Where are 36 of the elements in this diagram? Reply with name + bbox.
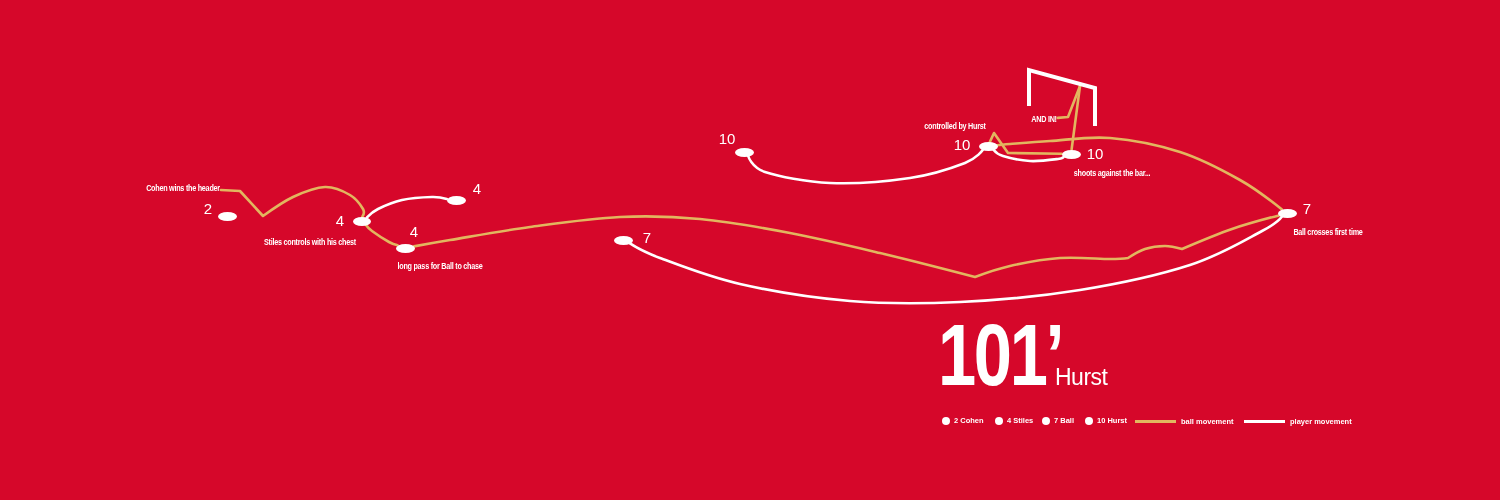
ball-path <box>412 214 1281 279</box>
player-marker <box>395 243 415 253</box>
player-path <box>992 148 1065 163</box>
player-path <box>628 215 1284 305</box>
player-marker <box>217 211 237 221</box>
ball-path <box>364 223 399 247</box>
player-marker <box>446 195 466 205</box>
player-number: 10 <box>953 136 971 152</box>
player-marker <box>978 141 998 151</box>
player-marker <box>353 216 371 226</box>
player-marker <box>613 235 633 245</box>
annotation-text: long pass for Ball to chase <box>397 261 483 271</box>
ball-path <box>996 136 1283 211</box>
player-marker <box>1061 149 1081 159</box>
ball-path <box>988 131 1063 156</box>
goal-frame <box>1024 66 1100 128</box>
player-number: 7 <box>642 229 652 245</box>
annotation-text: Cohen wins the header <box>146 183 220 193</box>
player-marker <box>1277 208 1297 218</box>
player-marker <box>734 147 754 157</box>
annotation-text: controlled by Hurst <box>924 121 986 131</box>
annotation-text: Ball crosses first time <box>1293 227 1363 237</box>
player-path <box>365 195 449 219</box>
player-number: 2 <box>203 200 213 216</box>
annotation-text: AND IN! <box>1031 114 1057 124</box>
annotation-text: shoots against the bar... <box>1073 168 1151 178</box>
annotation-text: Stiles controls with his chest <box>264 237 356 247</box>
player-path <box>746 148 985 185</box>
ball-path <box>219 185 366 218</box>
ball-path <box>1056 84 1082 120</box>
player-number: 10 <box>1086 145 1104 161</box>
player-number: 10 <box>718 130 736 146</box>
player-number: 7 <box>1302 200 1312 216</box>
player-number: 4 <box>472 180 482 196</box>
player-number: 4 <box>335 212 345 228</box>
player-number: 4 <box>409 223 419 239</box>
